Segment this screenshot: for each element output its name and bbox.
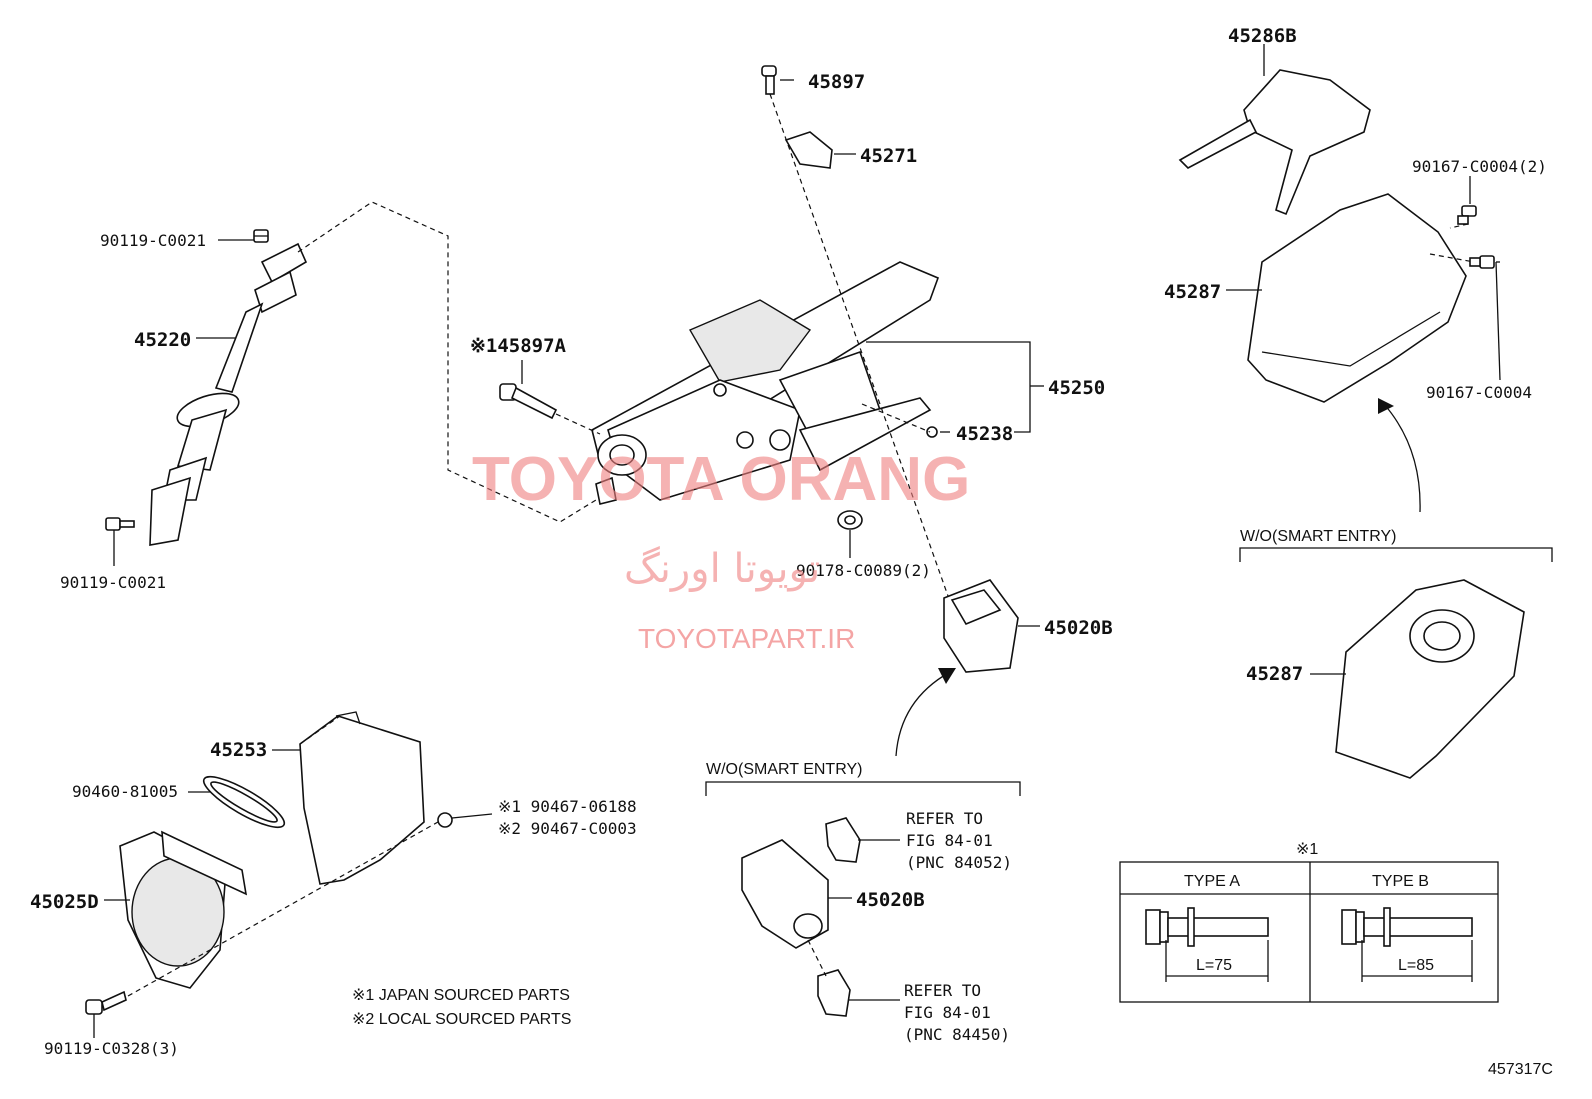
cover-45253: [299, 711, 425, 885]
lower-cover-45287-top: [1247, 193, 1467, 403]
label-45897: 45897: [808, 71, 865, 93]
assembly-dashed-lines: [127, 93, 1475, 997]
watermark-url: TOYOTAPART.IR: [638, 623, 855, 654]
label-45238: 45238: [956, 423, 1013, 445]
refer1-line2: FIG 84-01: [906, 831, 993, 850]
switch-84052: [825, 817, 861, 863]
lock-housing-45020b-bottom: [741, 839, 829, 949]
label-90460-81005: 90460-81005: [72, 782, 178, 801]
nut-90178: [837, 510, 863, 530]
screw-90167: [1469, 255, 1495, 269]
label-45020b-top: 45020B: [1044, 617, 1113, 639]
note-wo-smart-entry-left: W/O(SMART ENTRY): [706, 761, 862, 778]
upper-cover-45286b: [1178, 69, 1371, 216]
figure-id: 457317C: [1488, 1061, 1553, 1078]
label-90467-c0003: ※2 90467-C0003: [498, 819, 637, 838]
pin-45897: [761, 65, 777, 95]
refer1-line3: (PNC 84052): [906, 853, 1012, 872]
boot-45025d: [119, 830, 248, 989]
watermark-brand: TOYOTA ORANG: [472, 445, 970, 514]
label-45287-top: 45287: [1164, 281, 1221, 303]
screw-90167-2: [1457, 205, 1477, 225]
arrow-right: [1378, 398, 1421, 513]
label-90167-c0004-2: 90167-C0004(2): [1412, 157, 1547, 176]
label-90119-c0021-mid: 90119-C0021: [60, 573, 166, 592]
bolt-45897a: [499, 383, 558, 420]
label-45025d: 45025D: [30, 891, 99, 913]
bolt-90119-mid: [105, 517, 135, 531]
label-90167-c0004: 90167-C0004: [1426, 383, 1532, 402]
length-b: L=85: [1398, 957, 1434, 974]
note-japan-sourced: ※1 JAPAN SOURCED PARTS: [352, 987, 570, 1004]
refer1-line1: REFER TO: [906, 809, 983, 828]
steering-column-45250: [591, 261, 940, 505]
type-table-marker: ※1: [1296, 841, 1318, 858]
label-90178-c0089: 90178-C0089(2): [796, 561, 931, 580]
bolt-90119-bottom: [85, 990, 127, 1015]
label-90119-c0328: 90119-C0328(3): [44, 1039, 179, 1058]
note-local-sourced: ※2 LOCAL SOURCED PARTS: [352, 1011, 571, 1028]
type-table: [1119, 861, 1499, 1003]
label-90467-06188: ※1 90467-06188: [498, 797, 637, 816]
smart-entry-brackets: [705, 547, 1553, 796]
bushing-45238: [926, 426, 938, 438]
label-45286b: 45286B: [1228, 25, 1297, 47]
type-a-header: TYPE A: [1184, 873, 1240, 890]
leader-lines: [93, 44, 1501, 1038]
label-45250: 45250: [1048, 377, 1105, 399]
refer2-line3: (PNC 84450): [904, 1025, 1010, 1044]
arrow-left: [895, 668, 956, 757]
label-45220: 45220: [134, 329, 191, 351]
label-45897a: ※145897A: [470, 335, 567, 357]
refer2-line1: REFER TO: [904, 981, 981, 1000]
ring-90460: [202, 775, 286, 829]
label-45020b-bottom: 45020B: [856, 889, 925, 911]
label-45253: 45253: [210, 739, 267, 761]
switch-84450: [817, 969, 851, 1017]
type-b-header: TYPE B: [1372, 873, 1429, 890]
label-45287-bottom: 45287: [1246, 663, 1303, 685]
label-90119-c0021-top: 90119-C0021: [100, 231, 206, 250]
length-a: L=75: [1196, 957, 1232, 974]
clip-90467: [437, 812, 453, 828]
refer2-line2: FIG 84-01: [904, 1003, 991, 1022]
watermark-brand-fa: تویوتا اورنگ: [624, 546, 820, 592]
intermediate-shaft-45220: [149, 242, 308, 546]
note-wo-smart-entry-right: W/O(SMART ENTRY): [1240, 528, 1396, 545]
lock-housing-45020b-top: [943, 579, 1019, 673]
clip-45271: [784, 131, 833, 169]
label-45271: 45271: [860, 145, 917, 167]
lower-cover-45287-bottom: [1335, 579, 1525, 779]
bolt-90119-top: [253, 229, 269, 243]
